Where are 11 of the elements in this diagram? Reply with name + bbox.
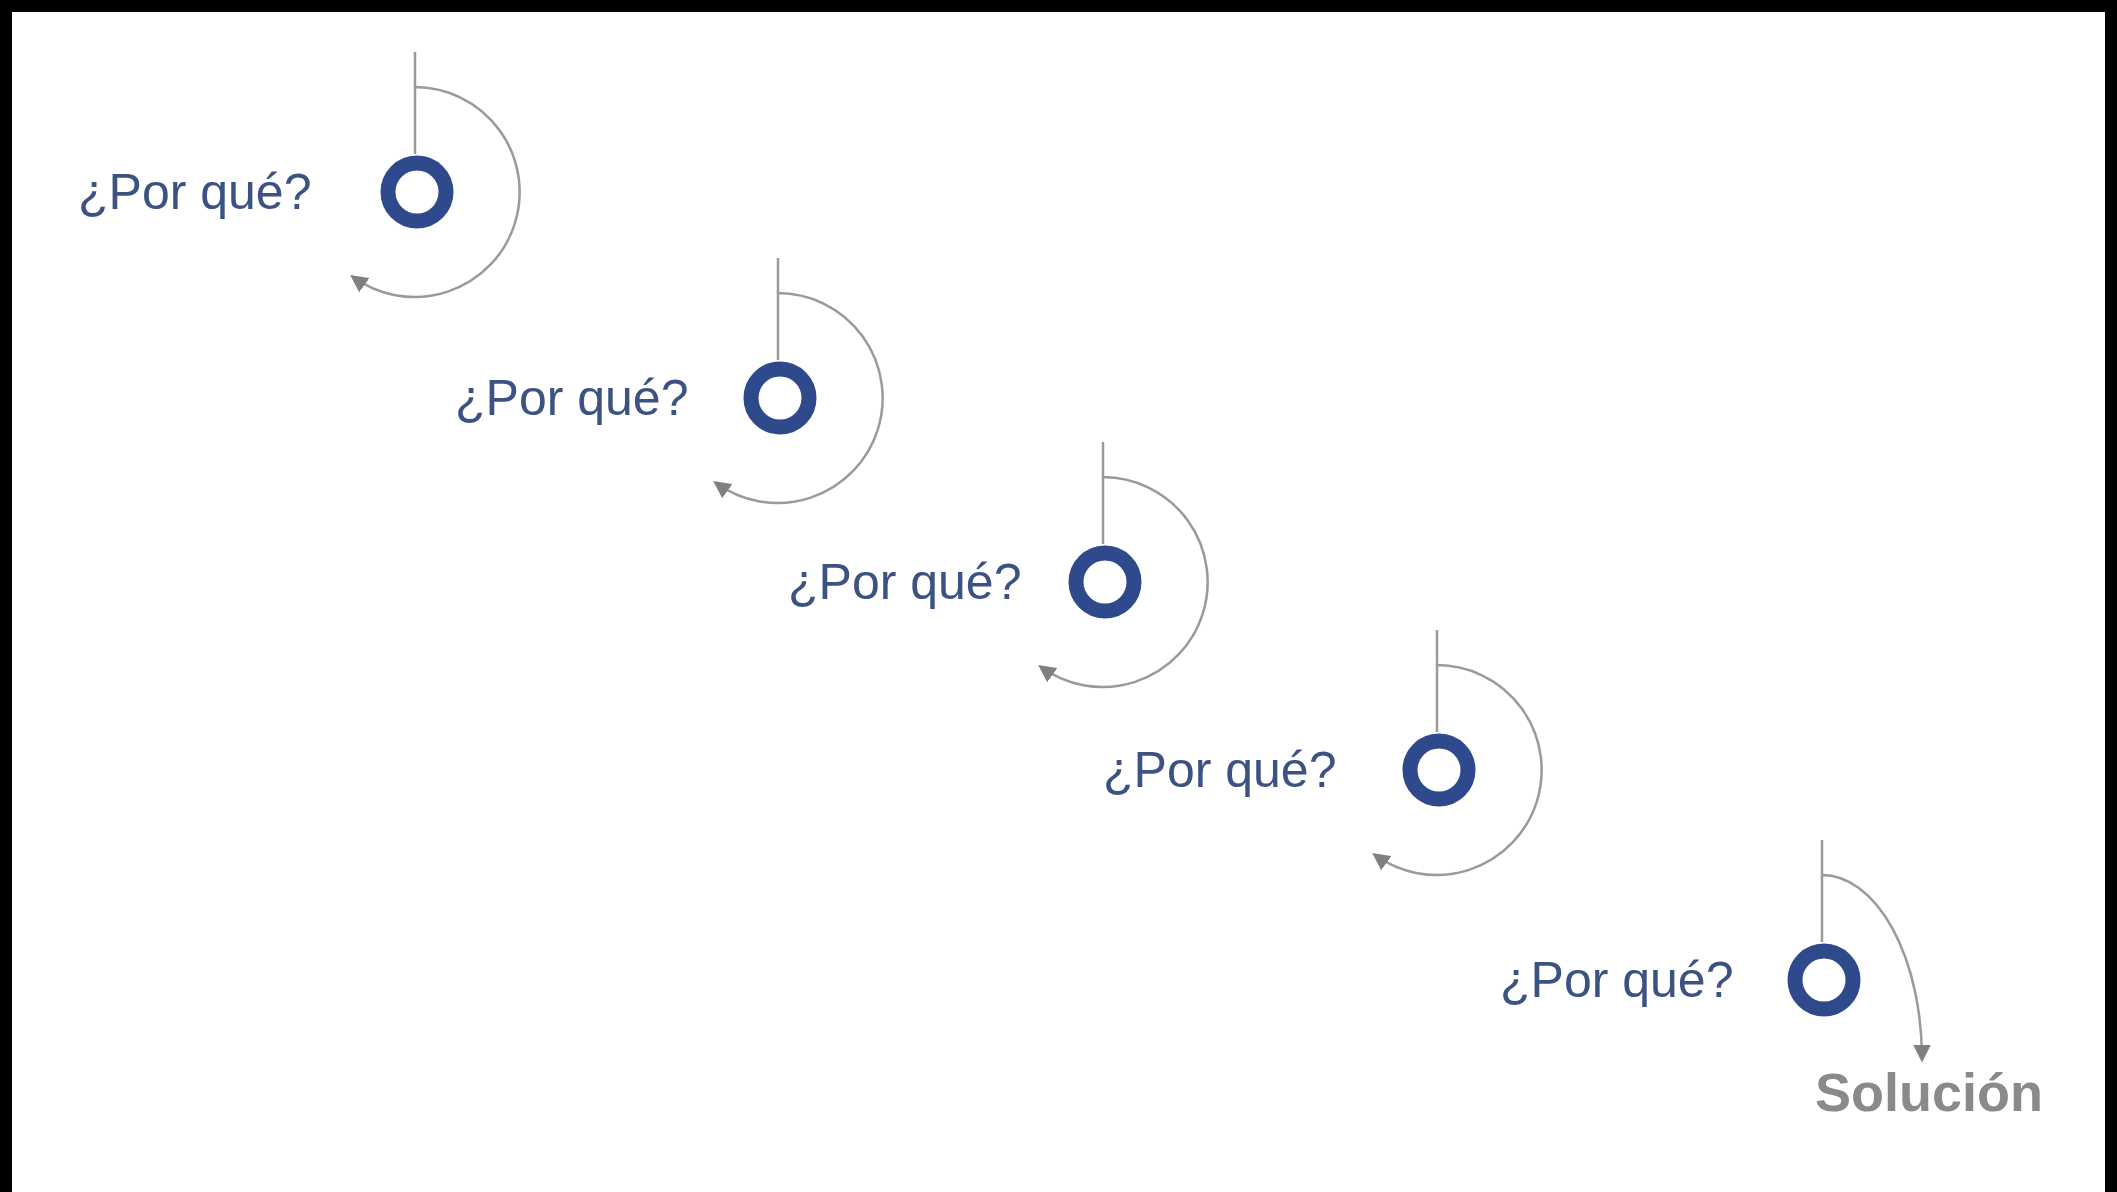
curved-arrow <box>1820 873 1931 1063</box>
question-label: ¿Por qué? <box>1500 951 1734 1009</box>
curved-arrow <box>1038 475 1209 689</box>
solution-label: Solución <box>1815 1061 2043 1123</box>
curved-arrow <box>1372 663 1543 877</box>
question-label: ¿Por qué? <box>1103 741 1337 799</box>
question-label: ¿Por qué? <box>78 163 312 221</box>
curved-arrow <box>350 85 521 299</box>
curved-arrow <box>713 291 884 505</box>
question-label: ¿Por qué? <box>788 553 1022 611</box>
question-label: ¿Por qué? <box>455 369 689 427</box>
